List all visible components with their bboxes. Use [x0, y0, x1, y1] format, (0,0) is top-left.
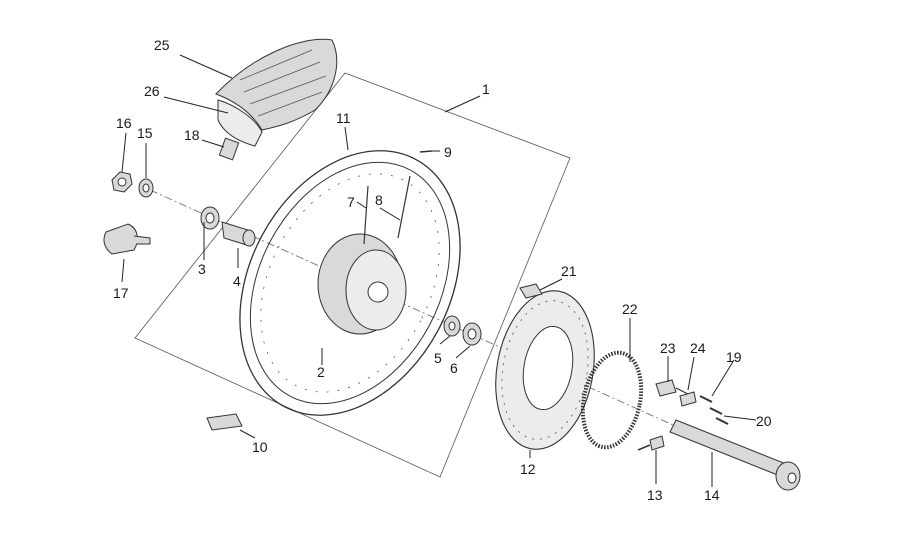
- callout-12: 12: [520, 461, 536, 477]
- callout-14: 14: [704, 487, 720, 503]
- callout-26: 26: [144, 83, 160, 99]
- callout-18: 18: [184, 127, 200, 143]
- callout-21: 21: [561, 263, 577, 279]
- callout-2: 2: [317, 364, 325, 380]
- spacer: [221, 221, 256, 247]
- screw-b: [709, 407, 723, 415]
- callout-22: 22: [622, 301, 638, 317]
- callout-5: 5: [434, 350, 442, 366]
- callout-11: 11: [336, 110, 351, 126]
- clip: [206, 413, 243, 431]
- bearing-right: [443, 315, 461, 337]
- callout-4: 4: [233, 273, 241, 289]
- wheel-rim: [239, 150, 461, 416]
- callout-19: 19: [726, 349, 742, 365]
- callout-labels: 1 2 3 4 5 6 7 8 9 10 11 12 13 14 15 16 1…: [113, 37, 772, 503]
- sensor-bracket: [679, 391, 697, 407]
- callout-10: 10: [252, 439, 268, 455]
- callout-6: 6: [450, 360, 458, 376]
- callout-25: 25: [154, 37, 170, 53]
- wheel-axle: [669, 419, 801, 491]
- callout-9: 9: [444, 144, 452, 160]
- oil-seal: [462, 322, 482, 346]
- callout-20: 20: [756, 413, 772, 429]
- callout-3: 3: [198, 261, 206, 277]
- washer: [138, 178, 154, 198]
- spoke: [363, 185, 369, 245]
- disc-bolt: [637, 435, 665, 451]
- wheel-hub: [317, 233, 407, 335]
- callout-1: 1: [482, 81, 490, 97]
- speedometer-drive: [103, 223, 151, 255]
- inner-tube: [217, 99, 263, 147]
- bearing-left: [200, 206, 220, 230]
- callout-15: 15: [137, 125, 153, 141]
- pad-spring: [519, 283, 543, 299]
- abs-sensor: [655, 379, 689, 397]
- callout-16: 16: [116, 115, 132, 131]
- callout-7: 7: [347, 194, 355, 210]
- callout-13: 13: [647, 487, 663, 503]
- leader-lines: [121, 54, 757, 487]
- spoke: [397, 175, 411, 239]
- callout-17: 17: [113, 285, 129, 301]
- tone-ring: [580, 350, 644, 450]
- brake-disc: [495, 290, 595, 450]
- callout-8: 8: [375, 192, 383, 208]
- callout-23: 23: [660, 340, 676, 356]
- callout-24: 24: [690, 340, 706, 356]
- valve-cap: [419, 150, 433, 153]
- nut: [111, 171, 133, 193]
- tire: [215, 38, 338, 131]
- assembly-frame: [134, 72, 571, 478]
- screw-c: [715, 417, 729, 425]
- valve: [218, 137, 240, 161]
- screw-a: [699, 395, 713, 403]
